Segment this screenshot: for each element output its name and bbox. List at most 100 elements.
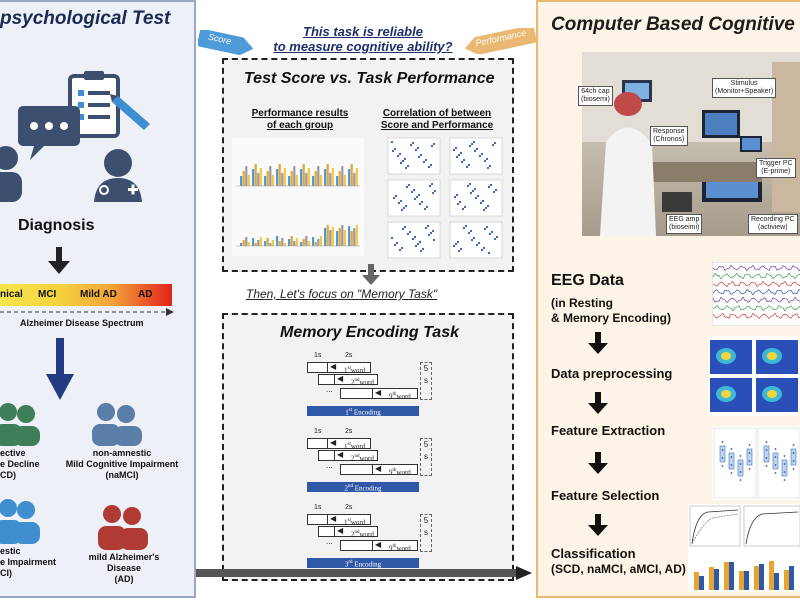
scatter-point: [487, 185, 491, 189]
box-point: [739, 463, 742, 465]
scatter-point: [414, 244, 418, 248]
thumb-bar: [300, 242, 303, 246]
thumb-bar: [293, 241, 296, 246]
box-point: [792, 468, 795, 470]
scatter-point: [419, 153, 423, 157]
ad-group-label: mild Alzheimer's Disease (AD): [88, 552, 160, 584]
thumb-bar: [348, 226, 351, 246]
thumb-bar: [247, 242, 250, 246]
scatter-point: [400, 208, 404, 212]
box: [719, 445, 726, 463]
box-point: [765, 441, 768, 443]
scatter-point: [430, 144, 434, 148]
thumb-bar: [290, 236, 293, 246]
scatter-point: [458, 200, 462, 204]
encoding-bar-1: 1st Encoding: [307, 406, 419, 416]
result-bar: [729, 562, 734, 590]
timing-1s: 1s: [314, 352, 322, 359]
thumb-bar: [329, 230, 332, 246]
thumb-bar: [348, 169, 351, 186]
thumb-bar: [341, 166, 344, 186]
scatter-point: [477, 241, 481, 245]
scatter-point: [475, 147, 479, 151]
score-vs-performance-title: Test Score vs. Task Performance: [244, 70, 495, 87]
thumb-bar: [254, 243, 257, 246]
thumb-bar: [283, 243, 286, 246]
thumb-bar: [242, 240, 245, 246]
scatter-point: [421, 247, 425, 251]
scatter-point: [399, 199, 403, 203]
scatter-point: [457, 249, 461, 253]
scd-group-icon: [0, 403, 40, 446]
scatter-point: [470, 238, 474, 242]
word-box-1: 1stword: [327, 438, 371, 450]
eeg-trace: [712, 312, 800, 320]
scatter-point: [406, 164, 410, 168]
scatter-point: [493, 237, 497, 241]
eeg-amp-label: EEG amp (bioseimi): [666, 214, 703, 234]
scatter-point: [398, 152, 402, 156]
scatter-point: [476, 194, 480, 198]
scatter-point: [470, 142, 474, 146]
scatter-point: [431, 191, 435, 195]
spectrogram-blob: [767, 390, 777, 398]
thumb-bar: [317, 166, 320, 186]
timing-1s: 1s: [314, 504, 322, 511]
thumb-bar: [324, 228, 327, 246]
result-bar: [744, 571, 749, 590]
thumb-bar: [276, 169, 279, 186]
scatter-point: [479, 201, 483, 205]
thumb-bar: [307, 241, 310, 246]
scatter-point: [472, 236, 476, 240]
eeg-waves: [712, 264, 800, 320]
spectrum-caption: Alzheimer Disease Spectrum: [20, 318, 144, 328]
scatter-point: [394, 194, 398, 198]
thumb-bar: [312, 176, 315, 186]
thumb-bar: [314, 242, 317, 246]
scatter-point: [414, 148, 418, 152]
thumb-bar: [350, 164, 353, 186]
result-bar: [769, 561, 774, 590]
thumb-bar: [295, 175, 298, 186]
thumb-bar: [288, 239, 291, 246]
thumb-bar: [247, 175, 250, 186]
spectrum-dashed-arrow: [0, 308, 174, 316]
box-point: [783, 479, 786, 481]
thumb-bar: [266, 238, 269, 246]
thumb-bar: [300, 169, 303, 186]
thumb-bar: [259, 237, 262, 246]
thumb-bar: [319, 236, 322, 246]
scatter-point: [423, 207, 427, 211]
scatter-point: [485, 157, 489, 161]
eeg-data-heading: EEG Data: [551, 272, 624, 289]
amci-group-icon: [0, 499, 40, 544]
scatter-point: [409, 143, 413, 147]
namci-group-icon: [92, 403, 142, 446]
box-point: [748, 452, 751, 454]
ad-spectrum-bar: [0, 284, 172, 306]
blank-box: [340, 388, 374, 399]
word-box-2: 2ndword: [334, 450, 378, 462]
stimulus-label: Stimulus (Monitor+Speaker): [712, 78, 777, 98]
roc-curve: [691, 509, 739, 545]
spectrogram-blob: [767, 352, 777, 360]
scatter-point: [403, 225, 407, 229]
scatter-point: [459, 151, 463, 155]
scatter-point: [489, 183, 493, 187]
box-point: [774, 472, 777, 474]
classification-result-thumbnail: [688, 504, 800, 592]
encoding-bar-2: 2nd Encoding: [307, 482, 419, 492]
thumb-bar: [252, 238, 255, 246]
thumb-bar: [319, 175, 322, 186]
scatter-point: [431, 229, 435, 233]
patient-icon: [0, 146, 22, 202]
namci-group-label: non-amnestic Mild Cognitive Impairment (…: [65, 448, 179, 480]
scatter-point: [429, 163, 433, 167]
scatter-point: [412, 188, 416, 192]
thumb-bar: [283, 168, 286, 186]
box-point: [765, 457, 768, 459]
scatter-point: [488, 232, 492, 236]
scatter-point: [432, 238, 436, 242]
spectrum-label-mild-ad: Mild AD: [80, 289, 117, 300]
thumb-bar: [281, 238, 284, 246]
